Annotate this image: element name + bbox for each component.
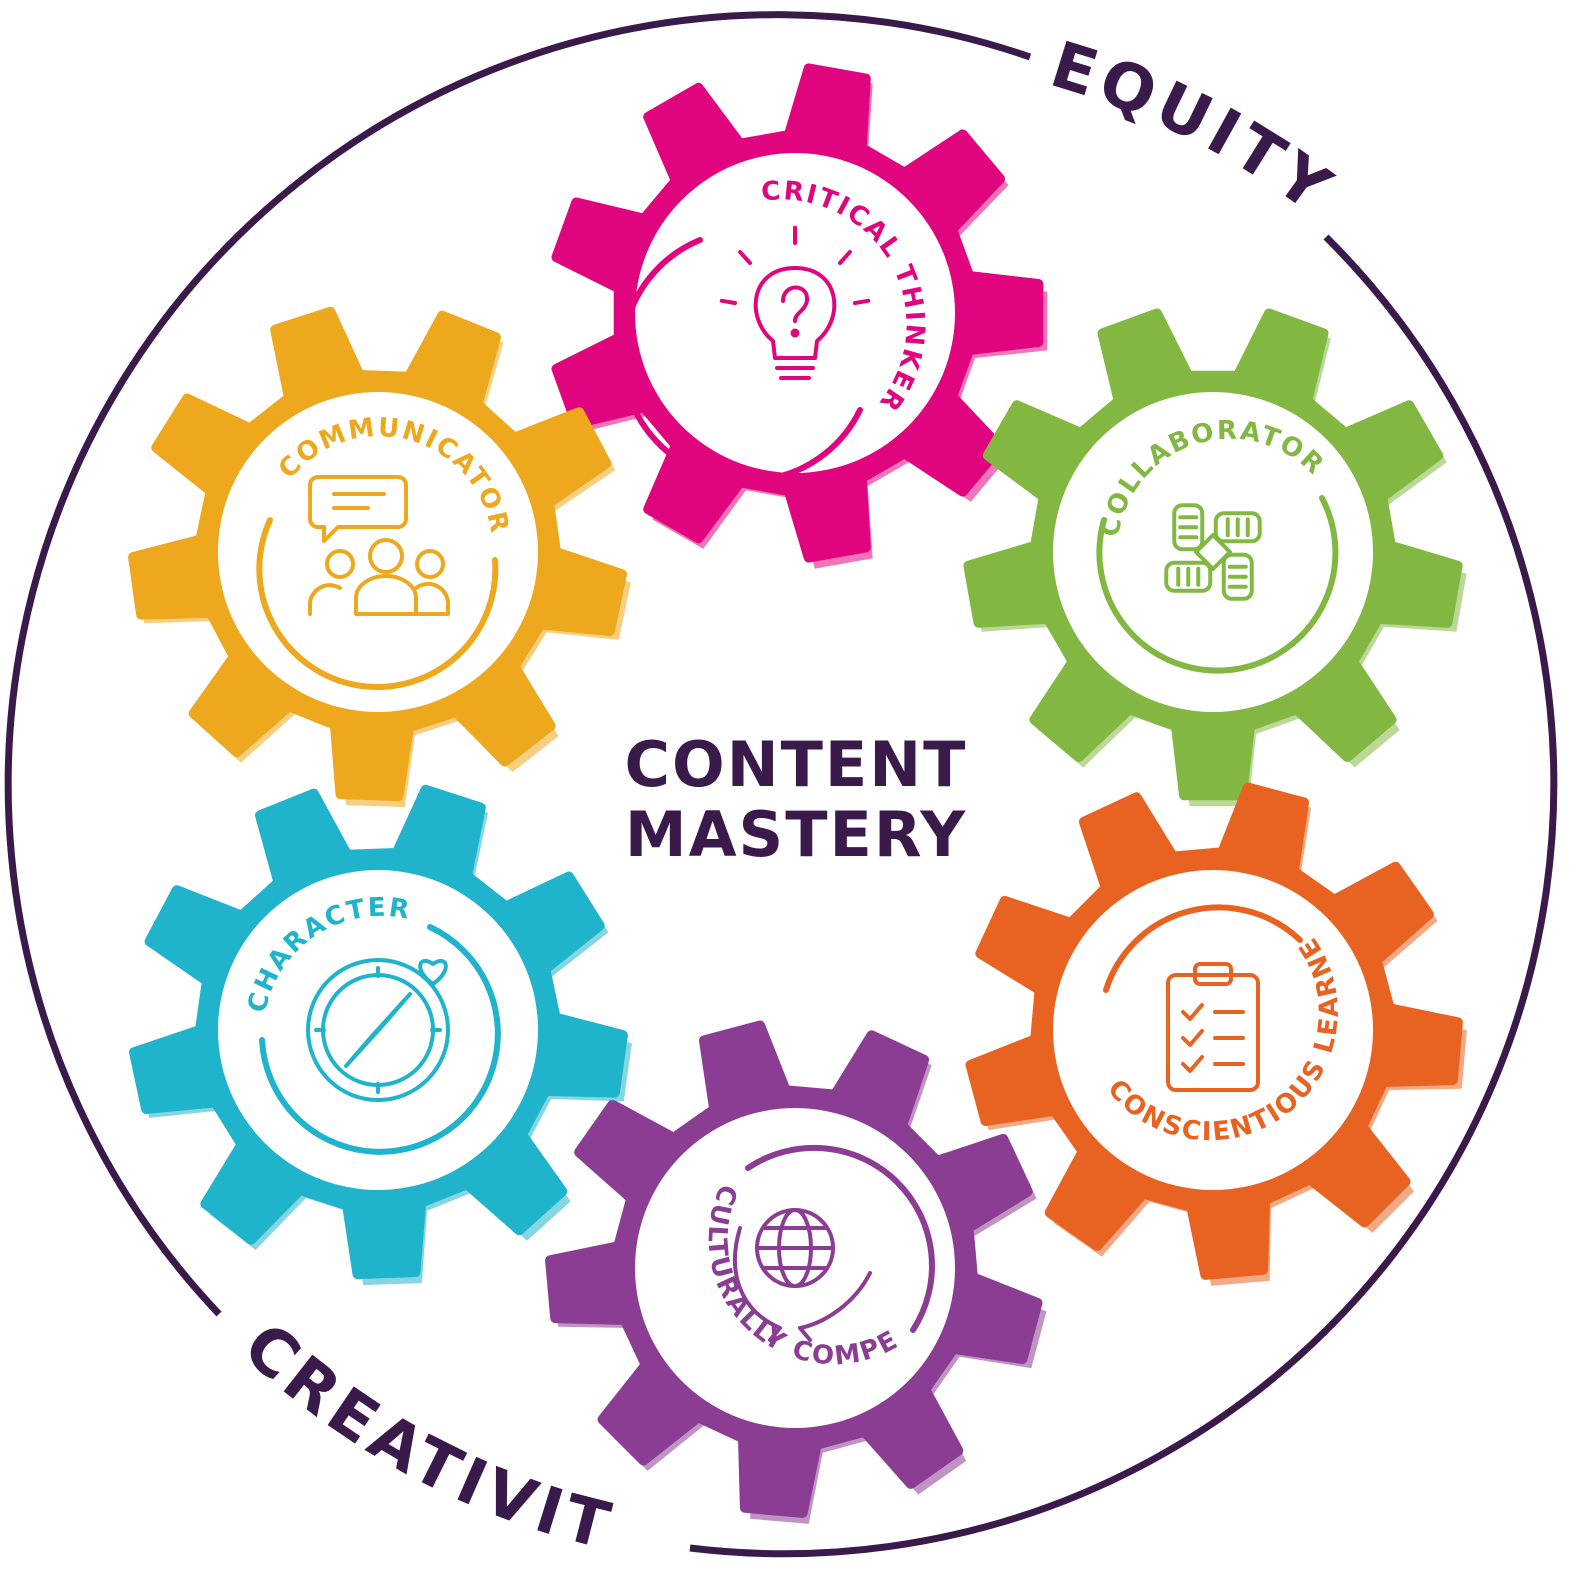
gear-inner-arc xyxy=(1103,904,1303,993)
gear-inner-arc xyxy=(619,237,863,484)
center-title-line2: MASTERY xyxy=(625,798,967,871)
gear-character: CHARACTER xyxy=(129,784,632,1286)
group-chat-icon xyxy=(308,475,450,616)
gear-collaborator: COLLABORATOR xyxy=(963,308,1467,807)
ring-arc-right xyxy=(689,234,1558,1558)
gear-face xyxy=(1053,870,1373,1190)
joined-hands-icon xyxy=(1164,503,1262,601)
gear-critical-thinker: CRITICAL THINKER xyxy=(551,63,1048,569)
center-title-line1: CONTENT xyxy=(625,728,968,801)
gear-inner-arc xyxy=(1096,495,1339,674)
outer-ring xyxy=(4,11,1558,1558)
gear-inner-arc xyxy=(259,924,501,1155)
lightbulb-question-icon xyxy=(719,225,871,380)
gear-inner-arc xyxy=(256,517,499,690)
gear-face xyxy=(218,392,538,712)
compass-heart-icon xyxy=(306,958,450,1102)
ring-arc-left xyxy=(4,11,1032,1317)
gear-communicator: COMMUNICATOR xyxy=(128,306,631,808)
clipboard-checklist-icon xyxy=(1166,962,1260,1092)
gear-inner-arc xyxy=(745,1144,935,1333)
center-title: CONTENT MASTERY xyxy=(625,728,968,871)
hands-globe-icon xyxy=(733,1208,872,1342)
creativity-label: CREATIVITY xyxy=(0,0,622,1565)
gear-face xyxy=(635,153,955,473)
equity-label: EQUITY xyxy=(1042,28,1347,229)
